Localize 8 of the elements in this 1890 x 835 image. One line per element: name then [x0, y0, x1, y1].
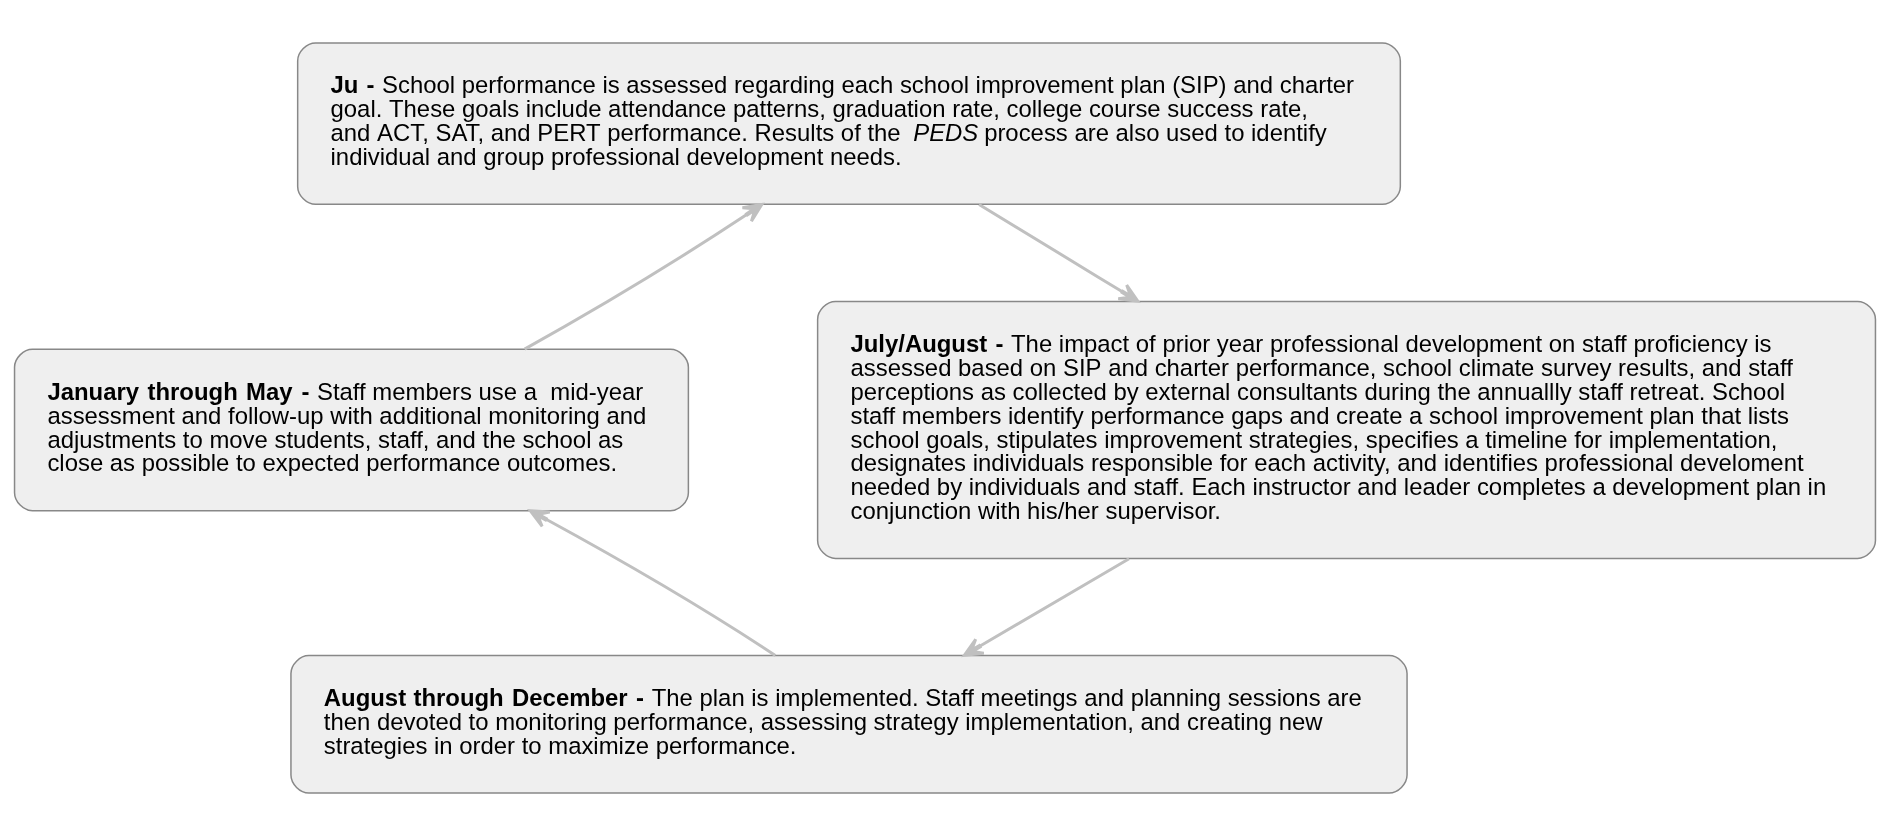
arrow	[962, 557, 1130, 657]
arrow	[523, 202, 764, 350]
node-box: July/August - The impact of prior year professional development on staff proficiency is assessed based on SIP and charter performance, school climate survey results, and staff perceptions as collected by external consultants during the annuallly staff retreat. School staff members identify performance gaps and create a school improvement plan that lists school goals, stipulates improvement strategies, specifies a timeline for implementation, designates individuals responsible for each activity, and identifies professional develoment needed by individuals and staff. Each instructor and leader completes a development plan in conjunction with his/her supervisor.	[816, 300, 1877, 559]
node-box: January through May - Staff members use a mid-year assessment and follow-up with additional monitoring and adjustments to move students, staff, and the school as close as possible to expected performance outcomes.	[13, 348, 690, 511]
arrow	[978, 202, 1140, 303]
node-box: August through December - The plan is implemented. Staff meetings and planning sessions are then devoted to monitoring performance, assessing strategy implementation, and creating new strategies in order to maximize performance.	[290, 654, 1408, 794]
node-box: Ju - School performance is assessed regarding each school improvement plan (SIP) and charter goal. These goals include attendance patterns, graduation rate, college course success rate, and ACT, SAT, and PERT performance. Results of the PEDS process are also used to identify individual and group professional development needs.	[296, 41, 1402, 205]
arrow	[528, 508, 777, 657]
